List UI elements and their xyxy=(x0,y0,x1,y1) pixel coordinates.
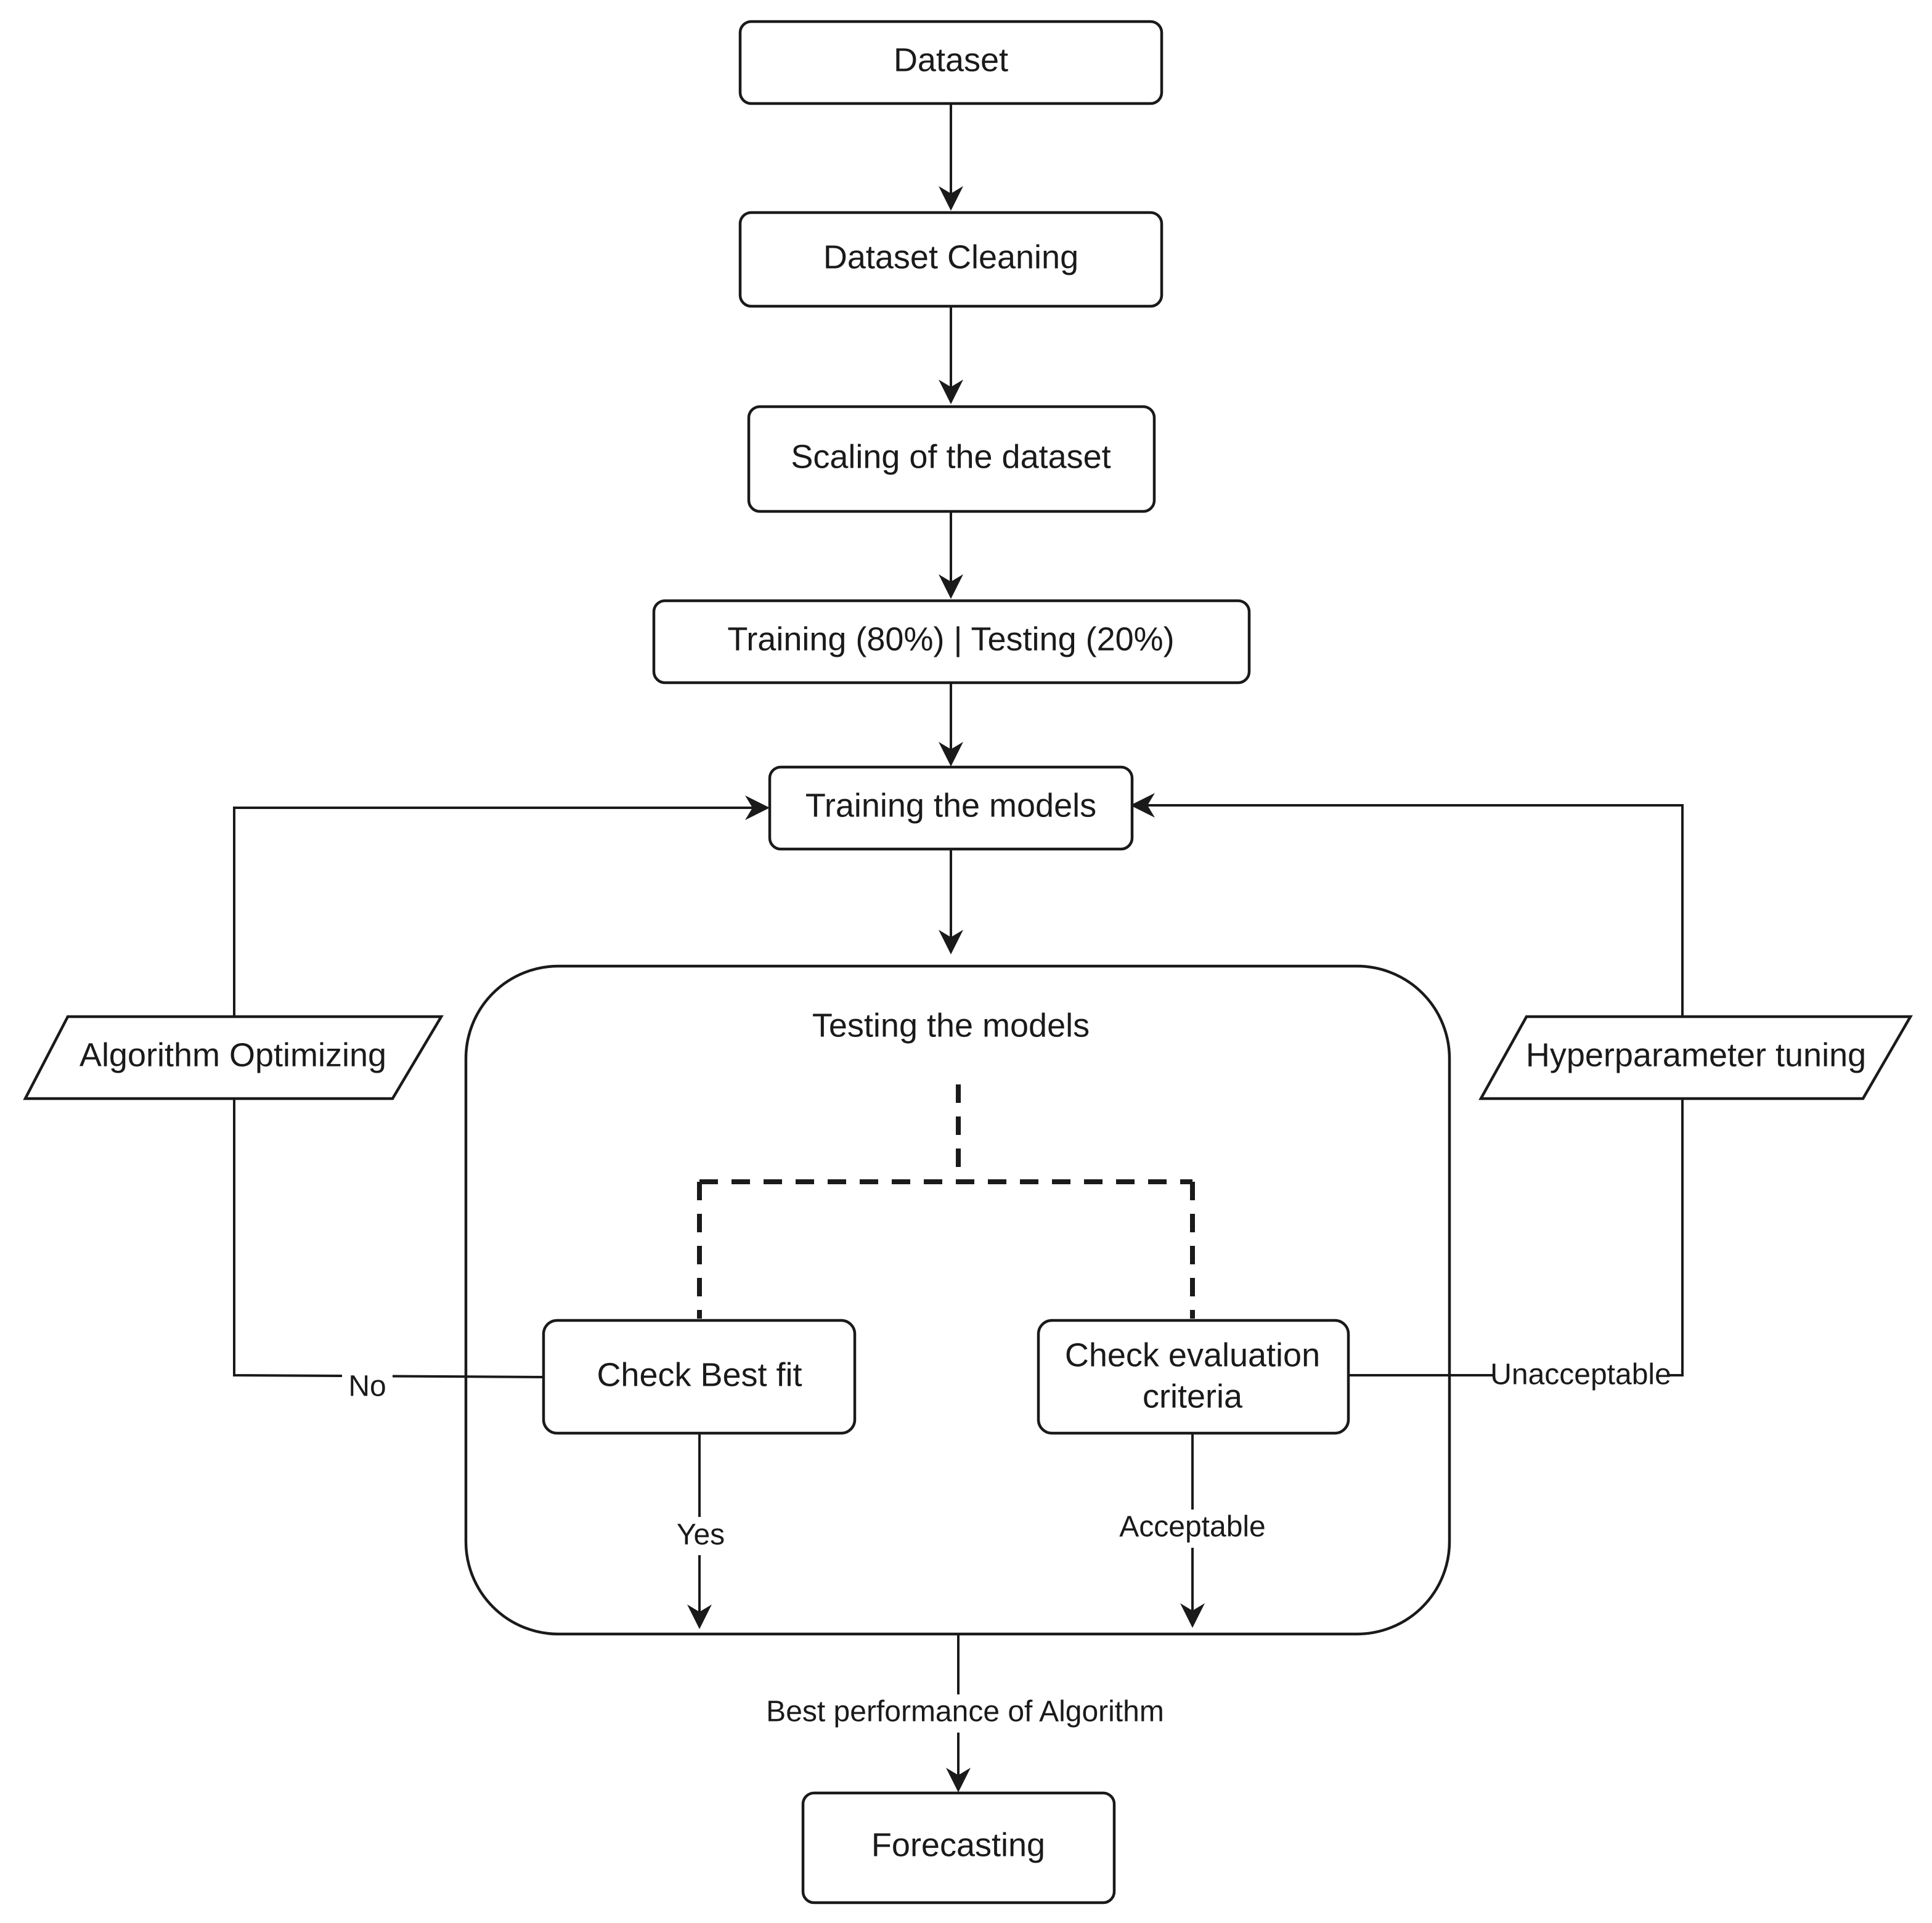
node-training: Training the models xyxy=(768,765,1134,851)
node-algorithm-optimizing-label: Algorithm Optimizing xyxy=(79,1036,386,1073)
testing-container xyxy=(464,964,1451,1636)
node-forecasting-label: Forecasting xyxy=(871,1826,1045,1863)
node-dataset-cleaning: Dataset Cleaning xyxy=(738,211,1164,308)
node-training-label: Training the models xyxy=(805,787,1096,824)
node-train-test-split-label: Training (80%) | Testing (20%) xyxy=(727,620,1174,657)
node-dataset: Dataset xyxy=(738,20,1164,105)
line-unacceptable-branch xyxy=(1348,1097,1684,1376)
node-check-best-fit: Check Best fit xyxy=(542,1319,857,1435)
line-hyper-to-training xyxy=(1130,793,1684,1017)
line-no-branch xyxy=(233,1097,544,1378)
node-hyperparameter-tuning: Hyperparameter tuning xyxy=(1478,1015,1913,1100)
node-check-evaluation-label-1: Check evaluation xyxy=(1065,1336,1320,1373)
edge-label-yes: Yes xyxy=(677,1519,725,1551)
node-scaling: Scaling of the dataset xyxy=(747,405,1156,513)
node-scaling-label: Scaling of the dataset xyxy=(791,438,1111,475)
edge-label-no-group: No xyxy=(342,1369,393,1405)
line-algo-to-training xyxy=(233,795,770,1017)
node-check-evaluation: Check evaluation criteria xyxy=(1037,1319,1350,1435)
node-hyperparameter-tuning-label: Hyperparameter tuning xyxy=(1526,1036,1866,1073)
dashed-branch-connector xyxy=(697,1084,1195,1319)
edge-label-no: No xyxy=(348,1370,386,1403)
edge-label-best-performance: Best performance of Algorithm xyxy=(766,1696,1164,1728)
edge-label-acceptable-group: Acceptable xyxy=(1119,1510,1266,1548)
node-algorithm-optimizing: Algorithm Optimizing xyxy=(23,1015,444,1100)
node-forecasting: Forecasting xyxy=(801,1791,1116,1905)
edge-label-unacceptable-group: Unacceptable xyxy=(1490,1357,1671,1393)
node-dataset-label: Dataset xyxy=(894,41,1008,78)
testing-container-title: Testing the models xyxy=(812,1007,1090,1044)
node-dataset-cleaning-label: Dataset Cleaning xyxy=(823,238,1078,275)
edge-label-best-performance-group: Best performance of Algorithm xyxy=(766,1694,1164,1733)
edge-label-acceptable: Acceptable xyxy=(1119,1511,1266,1543)
edge-label-yes-group: Yes xyxy=(674,1517,727,1555)
edge-label-unacceptable: Unacceptable xyxy=(1490,1359,1671,1391)
node-check-evaluation-label-2: criteria xyxy=(1143,1378,1243,1415)
node-check-best-fit-label: Check Best fit xyxy=(597,1356,802,1393)
node-train-test-split: Training (80%) | Testing (20%) xyxy=(652,599,1251,685)
